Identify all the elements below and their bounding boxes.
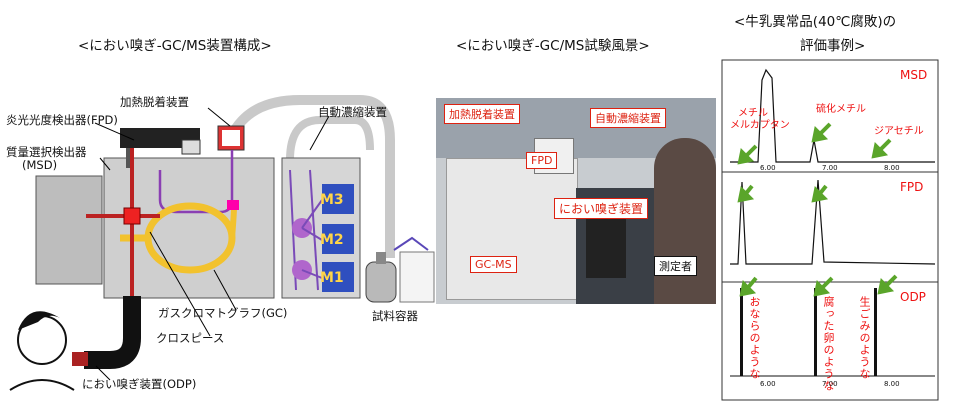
odp-tick-3: 8.00: [884, 380, 900, 388]
msd-box: [35, 175, 103, 285]
label-sample-container: 試料容器: [372, 309, 418, 323]
label-cross-piece: クロスピース: [156, 331, 225, 345]
odp-tick-2: 7.00: [822, 380, 838, 388]
arrow-markers: [737, 122, 898, 297]
odp-annot-2: 腐った卵のような: [822, 296, 835, 392]
operator-figure: [654, 138, 716, 304]
msd-tick-1: 6.00: [760, 164, 776, 172]
fpd-detector: [120, 128, 200, 148]
photo-label-odp: におい嗅ぎ装置: [554, 198, 649, 219]
odp-peak-2: [814, 288, 817, 376]
msd-annot-2: メルカプタン: [730, 120, 790, 131]
photo-label-operator: 測定者: [654, 256, 697, 276]
example-title-2: 評価事例>: [800, 38, 866, 54]
scene-title: <におい嗅ぎ-GC/MS試験風景>: [456, 38, 650, 54]
panel-odp-label: ODP: [900, 290, 926, 304]
panel-fpd-label: FPD: [900, 180, 924, 194]
label-msd-1: 質量選択検出器: [6, 145, 87, 159]
label-msd-2: (MSD): [22, 158, 58, 172]
photo-label-fpd: FPD: [526, 152, 558, 169]
odp-peak-1: [740, 288, 743, 376]
label-auto-concentrator: 自動濃縮装置: [318, 105, 387, 119]
sample-bag: [399, 251, 435, 303]
msd-annot-3: 硫化メチル: [816, 104, 866, 115]
label-odp: におい嗅ぎ装置(ODP): [82, 377, 197, 391]
fpd-trace: [730, 179, 936, 265]
label-gc: ガスクロマトグラフ(GC): [158, 306, 288, 320]
msd-trace: [730, 68, 935, 163]
chromatogram-frame: [721, 59, 939, 401]
odp-annot-1: おならのような: [748, 296, 761, 380]
odp-tube: [84, 296, 141, 369]
cross-piece: [123, 207, 141, 225]
photo-label-gcms: GC-MS: [470, 256, 517, 273]
module-m1: M1: [320, 270, 344, 286]
photo-label-heat-desorption: 加熱脱着装置: [444, 104, 520, 124]
example-title-1: <牛乳異常品(40℃腐敗)の: [734, 14, 897, 30]
transfer-tube: [227, 95, 395, 258]
apparatus-title: <におい嗅ぎ-GC/MS装置構成>: [78, 38, 272, 54]
msd-annot-1: メチル: [738, 108, 768, 119]
msd-tick-3: 8.00: [884, 164, 900, 172]
odp-annot-3: 生ごみのような: [858, 296, 871, 380]
odp-tick-1: 6.00: [760, 380, 776, 388]
label-fpd: 炎光光度検出器(FPD): [6, 113, 118, 127]
label-heat-desorption: 加熱脱着装置: [120, 95, 189, 109]
panel-msd-label: MSD: [900, 68, 928, 82]
msd-annot-4: ジアセチル: [874, 126, 924, 137]
module-m2: M2: [320, 232, 344, 248]
photo-label-auto-concentrator: 自動濃縮装置: [590, 108, 666, 128]
module-m3: M3: [320, 192, 344, 208]
transfer-tube-inner: [286, 116, 374, 161]
msd-tick-2: 7.00: [822, 164, 838, 172]
odp-peak-3: [874, 288, 877, 376]
